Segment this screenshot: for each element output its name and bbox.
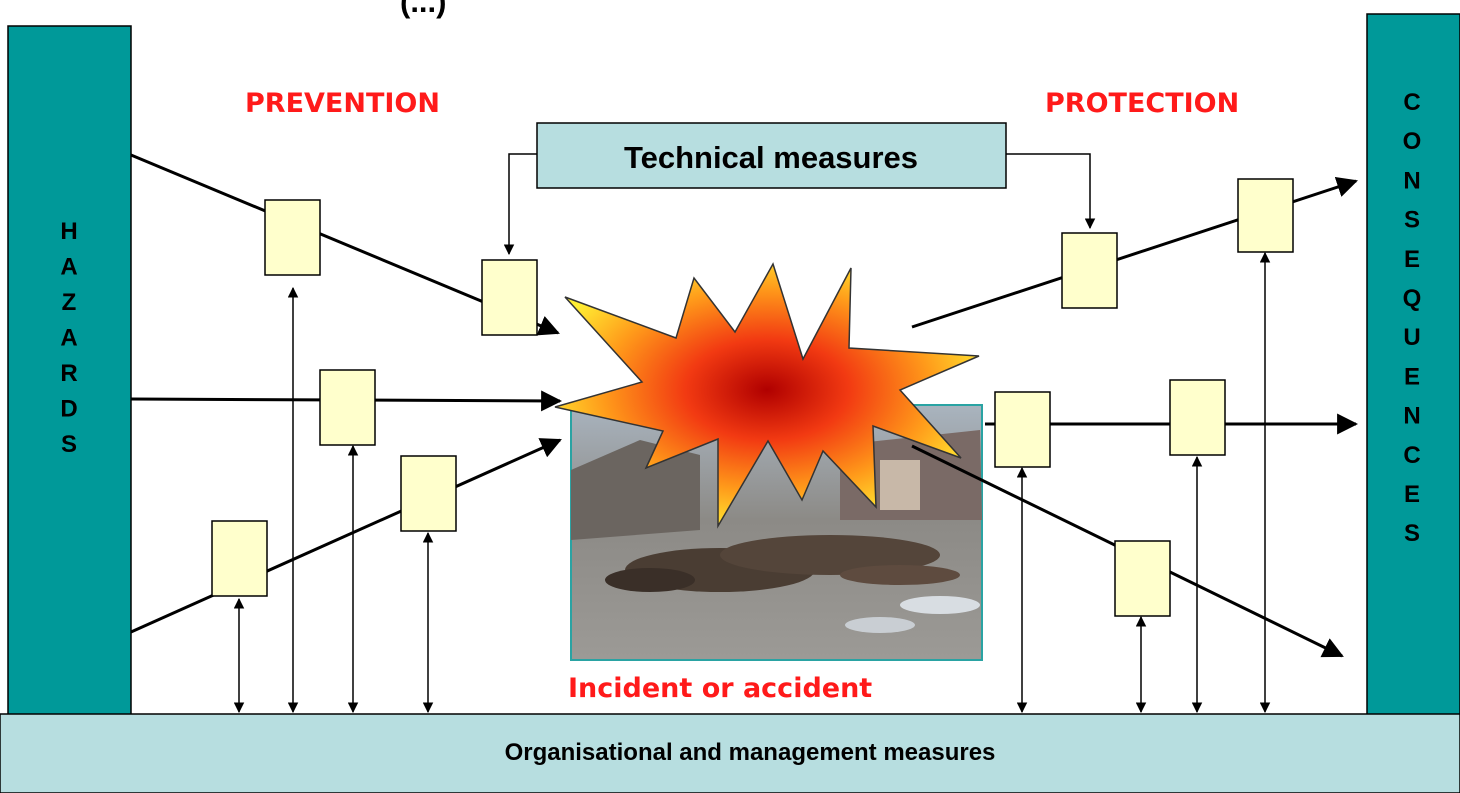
organisational-measures-label: Organisational and management measures	[505, 739, 996, 766]
barrier-box	[319, 369, 376, 446]
protection-label: PROTECTION	[1045, 88, 1239, 119]
incident-label: Incident or accident	[568, 673, 872, 704]
tech-connector-right	[1006, 153, 1096, 230]
barrier-box	[1114, 540, 1171, 617]
technical-measures-label: Technical measures	[624, 140, 918, 175]
barrier-box	[994, 391, 1051, 468]
technical-measures-box: Technical measures	[536, 122, 1007, 189]
prevention-label: PREVENTION	[245, 88, 440, 119]
top-partial-text: (...)	[400, 0, 447, 19]
barrier-box	[264, 199, 321, 276]
explosion-icon	[554, 262, 980, 529]
barrier-box	[1061, 232, 1118, 309]
barrier-box	[400, 455, 457, 532]
barrier-box	[481, 259, 538, 336]
barrier-box	[211, 520, 268, 597]
barrier-box	[1169, 379, 1226, 456]
tech-connector-left	[503, 153, 537, 256]
flow-line	[130, 438, 562, 634]
organisational-measures-box: Organisational and management measures	[0, 713, 1460, 793]
barrier-box	[1237, 178, 1294, 253]
